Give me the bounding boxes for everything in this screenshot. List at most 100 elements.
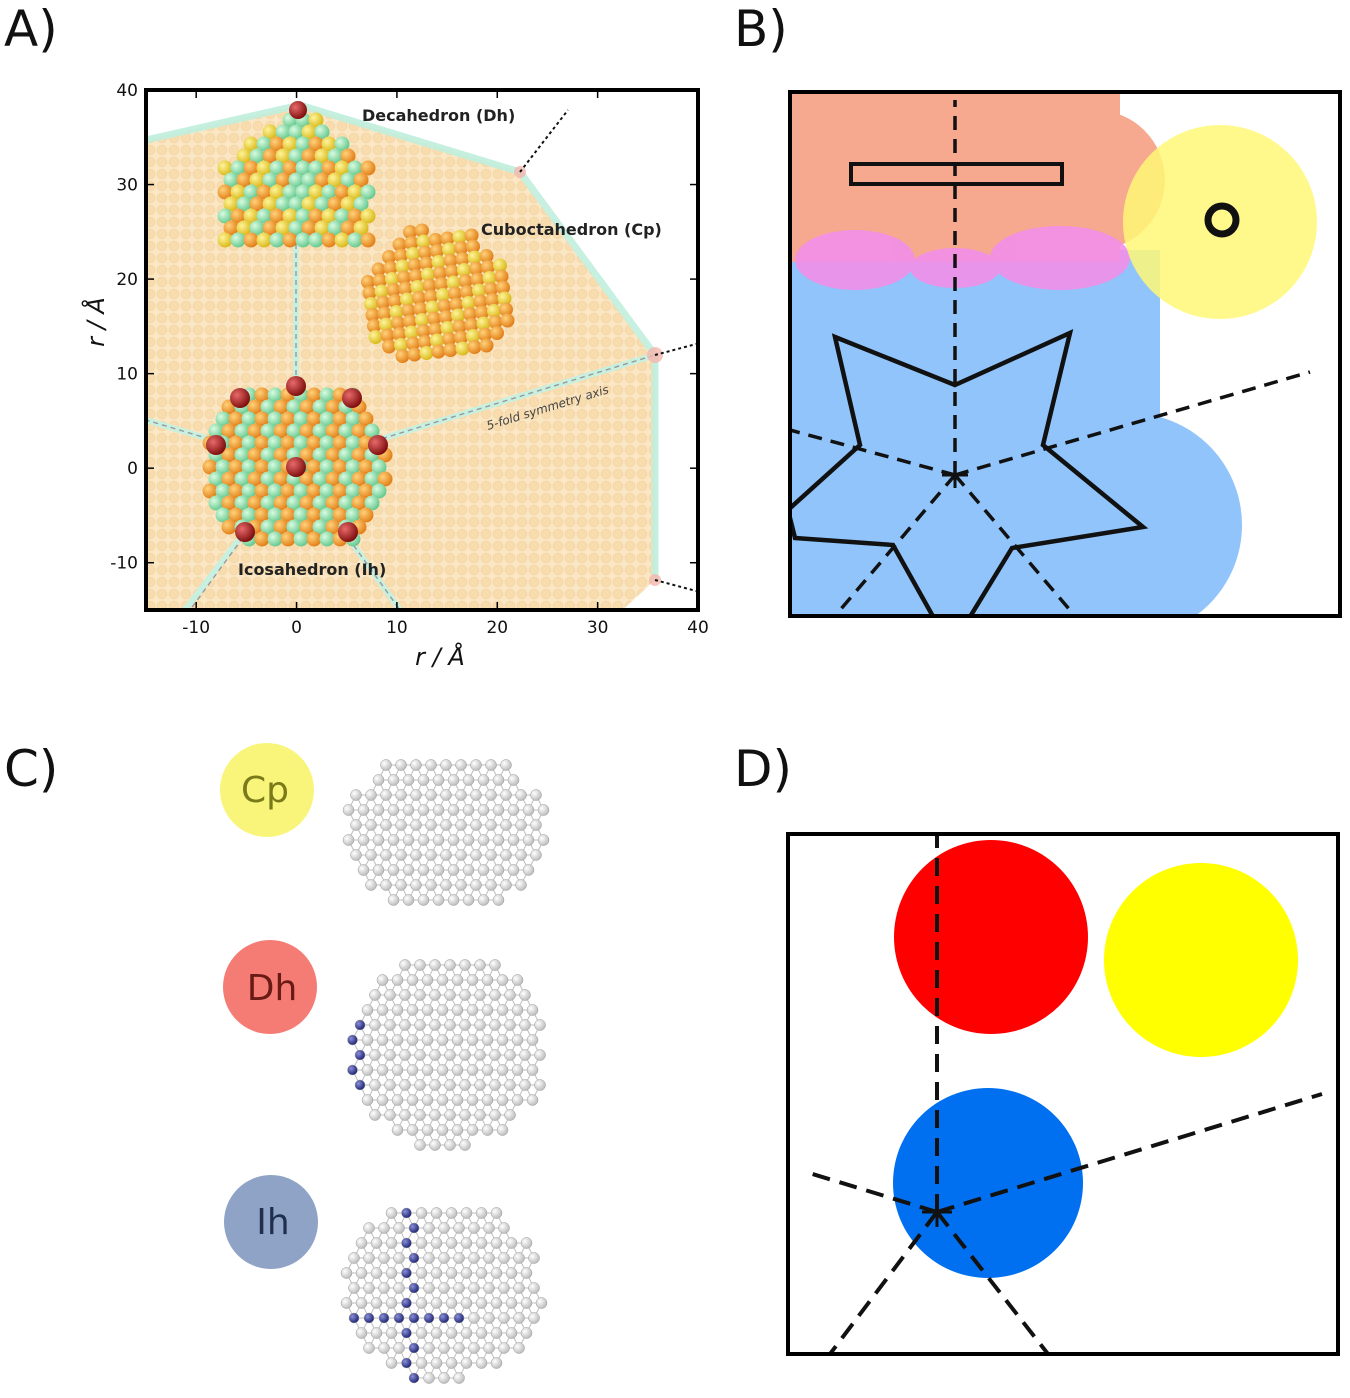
cp-atom [410,280,425,294]
panel-c-structures: Cp Dh Ih [220,743,550,1384]
atom [459,989,471,1001]
cp-atom [395,349,410,363]
ih-atom [351,471,367,487]
ih-atom [299,495,315,511]
atom [466,1004,479,1016]
atom [410,879,422,891]
ih-atom [325,519,341,535]
atom [451,1094,464,1106]
atom [490,1207,503,1219]
atom [350,789,362,801]
cp-atom [476,316,491,331]
atom [415,1327,428,1339]
cp-atom [479,249,494,263]
dh-atom [236,196,252,212]
atom [515,849,527,861]
dh-atom [340,220,356,236]
atom [447,804,460,816]
atom [342,804,355,816]
cp-atom [367,319,381,333]
cp-atom [394,338,408,352]
atom [526,1094,539,1106]
ih-atom [338,423,354,439]
atom [361,1004,374,1016]
plot-a-frame [144,88,700,612]
badge-ih-label: Ih [256,1202,289,1243]
atom [507,774,520,786]
atom [470,759,482,771]
atom [444,1049,456,1061]
cp-atom [406,336,420,351]
atom [372,774,385,786]
atom [408,1312,420,1324]
ring-marker [1204,202,1240,238]
atom [355,1237,368,1249]
atom [490,1357,503,1369]
cp-atom [460,285,474,299]
atom [438,1252,450,1264]
atom [361,1034,374,1046]
dh-atom [275,148,291,164]
atom [496,1004,509,1016]
atom [429,1049,441,1061]
ih-atom [306,531,322,547]
cp-atom [431,255,446,269]
dh-atom [230,232,246,248]
atom [369,1079,381,1091]
atom [376,1004,389,1016]
cp-atom [407,258,422,272]
atom [537,834,550,846]
cp-atom [428,233,443,247]
ih-atom [312,399,328,415]
atom [378,1282,390,1294]
dh-atom [308,232,324,248]
ih-atom [345,507,361,523]
atom [489,1019,501,1031]
badge-cp-label: Cp [241,770,289,811]
cp-atom [436,288,450,302]
ih-atom [299,423,315,439]
ih-atom [221,447,237,463]
yellow-circle [1123,125,1317,319]
atom [423,1252,435,1264]
atom [468,1312,480,1324]
atom [490,1267,503,1279]
cp-atom [443,343,458,357]
cp-atom [469,261,483,276]
ih-atom [338,495,354,511]
ih-atom [358,459,374,475]
atom [444,1019,456,1031]
cp-atom [419,346,434,360]
annotation-icosahedron: Icosahedron (Ih) [238,560,386,579]
ih-atom [208,471,224,487]
atom [466,1034,479,1046]
ih-atom [306,483,322,499]
atom [468,1282,480,1294]
atom [340,1297,353,1309]
ih-atom [280,483,296,499]
badge-dh-label: Dh [247,968,298,1009]
ih-atom [332,435,348,451]
cp-atom [416,234,431,249]
cp-atom [455,341,470,356]
dh-atom [295,232,311,248]
atom [498,1282,510,1294]
cp-atom [419,256,434,271]
ih-atom [299,519,315,535]
cp-atom [494,269,509,284]
panel-d-frame [786,832,1340,1356]
dh-atom [243,160,259,176]
atom [440,759,452,771]
atom [481,1094,494,1106]
cp-atom [412,291,426,305]
ih-atom [286,495,302,511]
ih-atom [273,471,289,487]
cp-atom [452,230,467,244]
atom [440,789,452,801]
atom [474,1079,486,1091]
cp-atom [401,303,416,318]
atom [468,1222,480,1234]
atom [376,1094,389,1106]
atom [474,1109,486,1121]
